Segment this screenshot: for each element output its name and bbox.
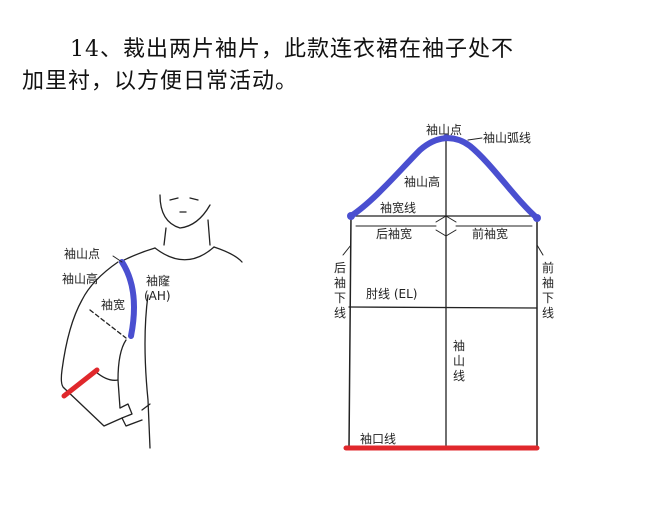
- neck: [163, 219, 211, 246]
- sleeve-width-dashed-line: [89, 309, 127, 339]
- left-shoulder: [119, 247, 156, 263]
- body-side-line: [144, 294, 151, 449]
- forearm: [63, 387, 123, 427]
- caption-line-2: 加里衬，以方便日常活动。: [22, 69, 299, 94]
- underarm-leaders: [342, 244, 544, 256]
- label-elbow-line: 肘线 (EL): [366, 286, 417, 301]
- face-outline: [159, 194, 211, 229]
- eyes: [169, 197, 199, 201]
- label-back-underarm-char: 后: [334, 261, 346, 275]
- label-cap-height: 袖山高: [404, 174, 440, 189]
- label-back-underarm-char: 袖: [334, 275, 346, 290]
- label-center-line: 袖 山 线: [453, 338, 465, 383]
- label-cap-curve: 袖山弧线: [483, 130, 531, 145]
- label-center-line-char: 袖: [453, 338, 465, 353]
- label-hem-line: 袖口线: [360, 431, 396, 446]
- label-front-width: 前袖宽: [472, 226, 508, 241]
- cap-point-leader: [112, 255, 123, 263]
- neckline: [154, 246, 215, 261]
- cap-curve-leader: [467, 137, 483, 141]
- label-back-width: 后袖宽: [376, 226, 412, 241]
- pattern-side-lines: [348, 215, 538, 449]
- label-sleeve-width: 袖宽: [101, 297, 125, 312]
- sleeve-pattern: [342, 134, 544, 451]
- label-back-underarm-char: 线: [334, 306, 346, 320]
- label-armhole-abbr: (AH): [144, 289, 171, 303]
- label-sleeve-cap-point: 袖山点: [64, 246, 100, 261]
- label-center-line-char: 线: [453, 369, 465, 383]
- caption-line-1: 14、裁出两片袖片，此款连衣裙在袖子处不: [70, 37, 514, 62]
- cap-curve-start-dot: [347, 212, 355, 220]
- sleeve-inner-line: [117, 339, 127, 409]
- hand-outline: [119, 403, 143, 427]
- hand-detail: [141, 403, 151, 411]
- step-caption: 14、裁出两片袖片，此款连衣裙在袖子处不 加里衬，以方便日常活动。: [22, 34, 642, 98]
- label-front-underarm: 前 袖 下 线: [542, 260, 554, 320]
- label-center-line-char: 山: [453, 354, 465, 368]
- label-armhole: 袖窿: [146, 273, 170, 288]
- cuff-fold: [95, 371, 119, 381]
- label-sleeve-cap-height: 袖山高: [62, 271, 98, 286]
- right-shoulder: [213, 246, 243, 263]
- wrist-line: [61, 367, 100, 399]
- label-front-underarm-char: 前: [542, 260, 554, 275]
- label-width-line: 袖宽线: [380, 200, 416, 215]
- cap-curve-end-dot: [533, 214, 541, 222]
- label-cap-point: 袖山点: [426, 122, 462, 137]
- armhole-curve: [119, 259, 137, 339]
- sleeve-outer-line: [60, 261, 119, 389]
- label-front-underarm-char: 袖: [542, 275, 554, 290]
- label-front-underarm-char: 线: [542, 306, 554, 320]
- label-front-underarm-char: 下: [542, 291, 554, 305]
- figure-illustration: [60, 194, 243, 449]
- center-cross-marks: [435, 215, 457, 237]
- sleeve-cap-curve: [348, 135, 540, 221]
- elbow-line: [348, 306, 538, 309]
- label-back-underarm-char: 下: [334, 291, 346, 305]
- label-back-underarm: 后 袖 下 线: [334, 261, 346, 320]
- cap-top-dot: [443, 134, 449, 140]
